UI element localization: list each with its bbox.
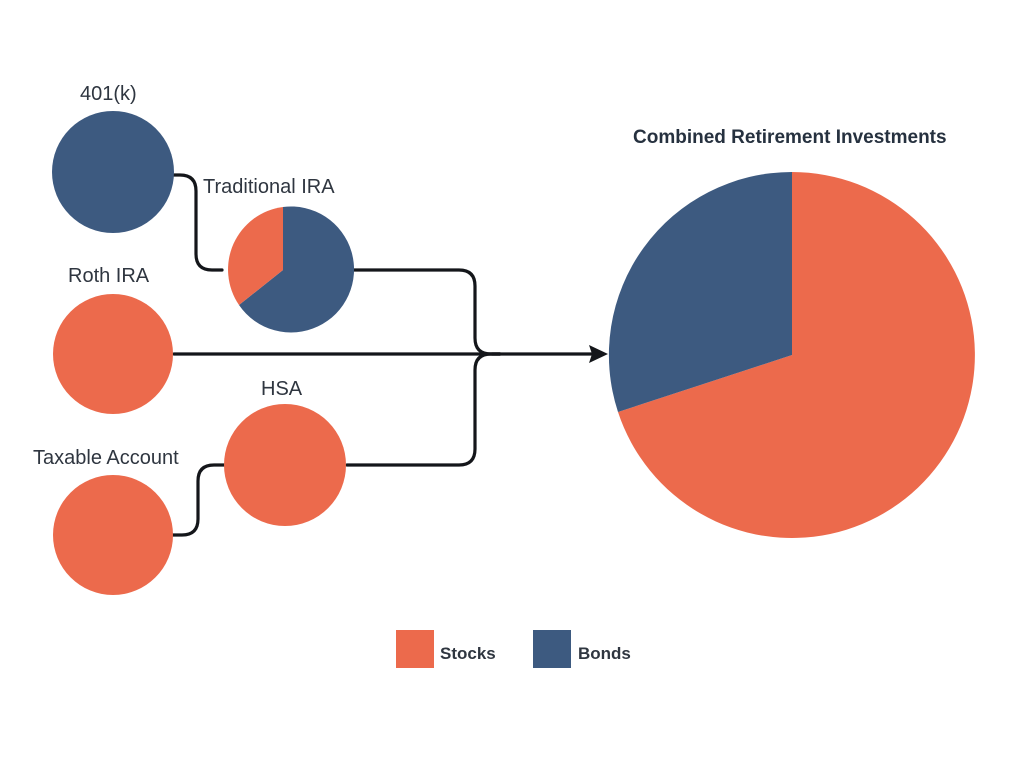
pie-taxable-stocks-slice xyxy=(53,475,173,595)
legend: Stocks Bonds xyxy=(396,630,631,668)
page-title: Combined Retirement Investments xyxy=(633,127,947,148)
combined-pie-stocks-slice xyxy=(618,172,975,538)
account-node-traditional-ira[interactable]: Traditional IRA xyxy=(203,176,355,333)
pie-401k-bonds-slice xyxy=(52,111,174,233)
legend-item-stocks[interactable]: Stocks xyxy=(396,630,496,668)
connector-traditional-ira-to-trunk xyxy=(345,268,502,356)
pie-roth-ira-stocks-slice xyxy=(53,294,173,414)
account-node-roth-ira[interactable]: Roth IRA xyxy=(53,265,173,414)
account-label-taxable: Taxable Account xyxy=(33,447,179,469)
legend-label-stocks: Stocks xyxy=(440,644,496,663)
account-label-roth-ira: Roth IRA xyxy=(68,265,150,287)
account-node-taxable[interactable]: Taxable Account xyxy=(33,447,179,595)
combined-pie-chart[interactable]: Combined Retirement Investments xyxy=(608,127,975,538)
pie-hsa-stocks-slice xyxy=(224,404,346,526)
pie-traditional-ira-stocks-slice xyxy=(228,207,283,305)
connector-group xyxy=(171,173,608,537)
legend-swatch-bonds xyxy=(533,630,571,668)
combined-pie-bonds-slice xyxy=(608,171,792,412)
legend-swatch-stocks xyxy=(396,630,434,668)
connector-taxable-to-hsa xyxy=(171,463,226,537)
legend-label-bonds: Bonds xyxy=(578,644,631,663)
legend-item-bonds[interactable]: Bonds xyxy=(533,630,631,668)
account-label-401k: 401(k) xyxy=(80,83,137,105)
account-label-hsa: HSA xyxy=(261,378,303,400)
connector-hsa-to-trunk xyxy=(345,352,502,467)
connector-401k-to-traditional-ira xyxy=(171,173,224,272)
account-node-401k[interactable]: 401(k) xyxy=(52,83,174,233)
arrowhead-icon xyxy=(589,345,608,363)
pie-traditional-ira-bonds-slice xyxy=(239,206,355,333)
account-label-traditional-ira: Traditional IRA xyxy=(203,176,335,198)
account-node-hsa[interactable]: HSA xyxy=(224,378,346,526)
